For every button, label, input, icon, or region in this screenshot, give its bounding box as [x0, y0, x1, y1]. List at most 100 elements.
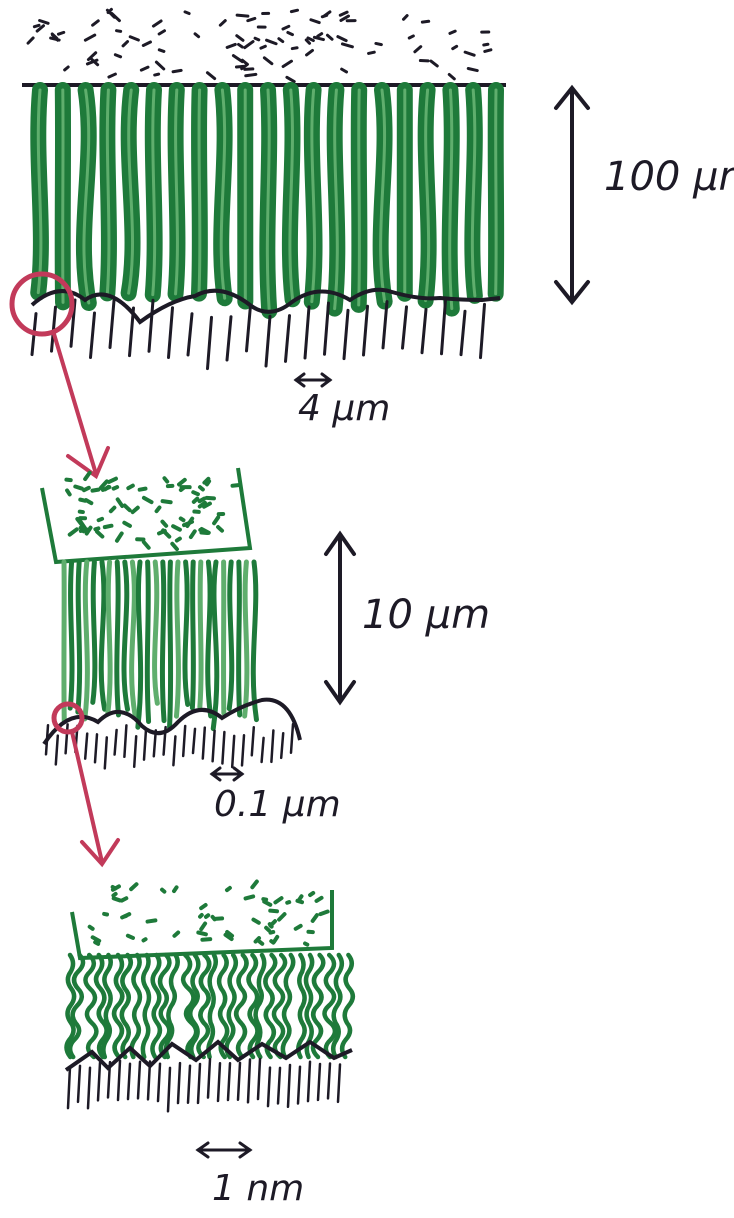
fiber: [70, 562, 72, 708]
width-dimension-arrow: [212, 768, 242, 780]
fiber: [103, 955, 110, 1057]
fiber: [124, 562, 128, 709]
fiber: [85, 562, 88, 719]
particle: [485, 50, 491, 52]
hatch-mark: [232, 736, 234, 767]
particle: [123, 42, 127, 46]
particle: [122, 898, 127, 900]
particle: [453, 46, 457, 48]
particle: [111, 508, 115, 512]
particle: [253, 920, 258, 923]
fiber: [143, 955, 149, 1057]
particle: [340, 12, 347, 15]
hatch-mark: [158, 1064, 160, 1101]
hatch-mark: [288, 1065, 290, 1107]
particle: [314, 37, 323, 39]
particle: [422, 21, 428, 22]
fiber-highlight: [153, 90, 155, 295]
hatch-mark: [344, 310, 348, 358]
particle: [133, 508, 138, 512]
particle: [237, 36, 243, 41]
particle: [172, 544, 177, 549]
fiber-highlight: [107, 90, 109, 293]
fiber-highlight: [496, 90, 497, 294]
particle: [409, 36, 413, 38]
particle: [114, 487, 118, 489]
particle: [327, 35, 332, 39]
particle: [143, 42, 150, 46]
particle: [124, 523, 130, 526]
fiber: [132, 562, 135, 715]
particle: [415, 47, 421, 52]
hatch-mark: [266, 316, 270, 366]
fiber-highlight: [176, 90, 178, 294]
substrate-hatching: [68, 1059, 340, 1111]
hatch-mark: [298, 1067, 300, 1104]
particle: [181, 518, 184, 520]
hatch-mark: [213, 731, 215, 762]
fiber: [192, 562, 193, 708]
particle: [115, 55, 120, 57]
particle: [144, 939, 146, 940]
particle: [113, 894, 115, 896]
particle: [114, 898, 120, 900]
fiber: [170, 562, 171, 727]
particle: [75, 486, 81, 488]
particle: [270, 911, 277, 912]
hatch-mark: [98, 1063, 100, 1101]
hatch-mark: [252, 727, 254, 755]
particle: [199, 499, 204, 502]
hatch-mark: [308, 1062, 310, 1101]
particle: [164, 478, 167, 481]
particle: [320, 912, 327, 915]
hatch-mark: [262, 738, 264, 762]
particle: [287, 902, 289, 903]
particle: [28, 38, 33, 43]
hatch-mark: [144, 729, 146, 759]
fiber: [176, 562, 178, 716]
fiber: [155, 562, 158, 703]
hatch-mark: [78, 1066, 80, 1102]
particle: [468, 69, 477, 71]
fiber: [245, 562, 247, 716]
particle: [338, 37, 346, 41]
particle: [292, 48, 297, 49]
hatch-mark: [115, 730, 117, 755]
hatch-mark: [403, 307, 407, 348]
particle: [198, 932, 206, 934]
fiber: [200, 562, 201, 707]
particle: [90, 927, 93, 929]
hatch-mark: [281, 733, 283, 758]
hatch-mark: [134, 736, 136, 767]
hatch-mark: [124, 725, 126, 756]
particle: [220, 21, 225, 26]
hatch-mark: [238, 1063, 240, 1100]
fiber: [256, 955, 265, 1057]
hatch-mark: [227, 317, 231, 360]
particle: [174, 932, 178, 935]
particle: [233, 485, 239, 486]
height-label-1: 100 μm: [604, 154, 734, 200]
fiber-bundle: [38, 90, 496, 311]
hatch-mark: [68, 1067, 70, 1108]
fiber-highlight: [359, 90, 360, 305]
hatch-mark: [325, 303, 329, 354]
particle: [109, 74, 115, 77]
panel-scale-1: 100 μm 4 μm: [12, 9, 734, 476]
particle: [308, 38, 313, 41]
particle: [191, 531, 195, 537]
particle: [159, 531, 165, 534]
particle: [291, 10, 297, 11]
particle: [233, 56, 242, 62]
particle: [431, 61, 437, 66]
hatch-mark: [222, 732, 224, 763]
particle: [140, 489, 146, 490]
hatch-mark: [268, 1068, 270, 1106]
surface-particles: [28, 9, 491, 81]
hatch-mark: [46, 725, 48, 754]
particle: [342, 44, 352, 47]
particle: [227, 888, 230, 890]
particle: [162, 522, 166, 526]
hatch-mark: [105, 737, 107, 768]
hatch-mark: [188, 1066, 190, 1103]
